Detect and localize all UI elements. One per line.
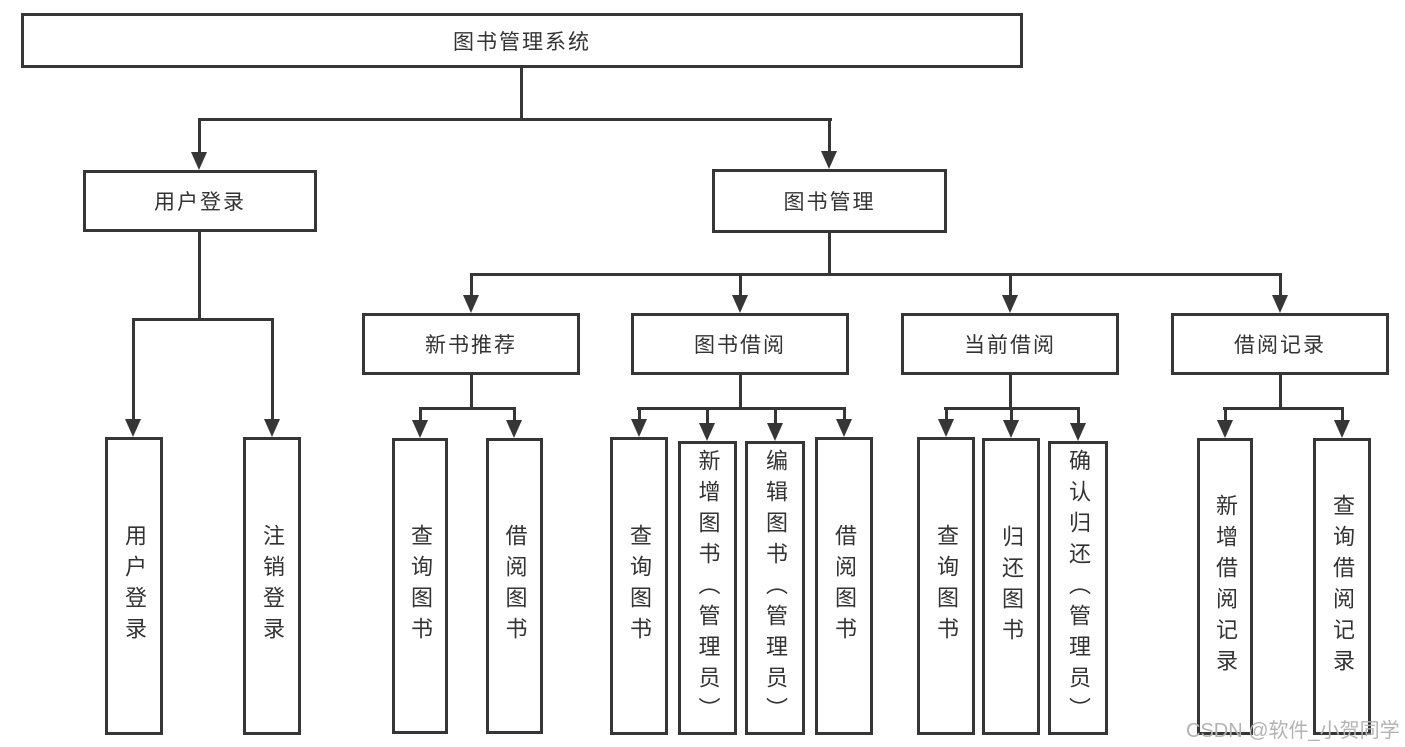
leaf-current-confirm-return-admin: 确认归还（管理员） [1048,441,1108,735]
connector-line [1223,407,1344,410]
connector-line [198,118,832,121]
arrow-down-icon [732,295,748,313]
leaf-user-login: 用户登录 [105,437,163,735]
connector-line [843,410,846,420]
arrow-down-icon [699,423,715,441]
leaf-records-add-record: 新增借阅记录 [1197,438,1253,735]
arrow-down-icon [125,419,141,437]
arrow-down-icon [412,420,428,438]
arrow-down-icon [631,419,647,437]
leaf-borrow-borrow-books: 借阅图书 [815,437,873,735]
node-current-borrowing: 当前借阅 [901,313,1119,375]
arrow-down-icon [1334,420,1350,438]
connector-line [739,276,742,296]
arrow-down-icon [821,151,837,169]
connector-line [638,410,641,420]
arrow-down-icon [938,419,954,437]
leaf-records-query-record: 查询借阅记录 [1313,438,1371,735]
connector-line [470,276,473,296]
connector-line [1279,375,1282,410]
connector-line [419,410,422,421]
node-user-login: 用户登录 [83,170,317,232]
node-book-borrowing: 图书借阅 [631,313,849,375]
arrow-down-icon [836,419,852,437]
leaf-borrow-add-books-admin: 新增图书（管理员） [678,441,737,735]
connector-line [828,233,831,276]
connector-line [271,321,274,419]
arrow-down-icon [463,295,479,313]
connector-line [419,407,516,410]
arrow-down-icon [1002,295,1018,313]
connector-line [739,375,742,410]
leaf-current-query-books: 查询图书 [917,437,975,735]
node-new-book-recommend: 新书推荐 [362,313,580,375]
arrow-down-icon [506,420,522,438]
connector-line [1077,410,1080,424]
connector-line [945,410,948,420]
connector-line [1010,410,1013,421]
leaf-recommend-borrow-books: 借阅图书 [486,438,543,734]
connector-line [132,318,274,321]
connector-line [706,410,709,424]
connector-line [944,407,1080,410]
leaf-current-return-books: 归还图书 [982,438,1040,735]
watermark: CSDN @软件_小贺同学 [1186,720,1400,742]
node-library-system: 图书管理系统 [21,13,1023,68]
arrow-down-icon [1003,420,1019,438]
connector-line [132,321,135,419]
node-borrowing-records: 借阅记录 [1171,313,1389,375]
connector-line [198,121,201,152]
arrow-down-icon [1272,295,1288,313]
connector-line [520,68,523,121]
arrow-down-icon [264,419,280,437]
connector-line [513,410,516,421]
connector-line [198,232,201,321]
connector-line [774,410,777,424]
connector-line [1279,276,1282,296]
arrow-down-icon [767,423,783,441]
connector-line [1009,375,1012,410]
connector-line [1224,410,1227,421]
connector-line [828,121,831,151]
arrow-down-icon [1070,423,1086,441]
connector-line [470,375,473,410]
leaf-borrow-query-books: 查询图书 [610,437,668,735]
leaf-recommend-query-books: 查询图书 [392,438,448,734]
connector-line [1341,410,1344,421]
arrow-down-icon [1217,420,1233,438]
connector-line [470,273,1282,276]
node-book-management: 图书管理 [712,169,947,233]
leaf-logout: 注销登录 [243,437,301,735]
connector-line [637,407,846,410]
leaf-borrow-edit-books-admin: 编辑图书（管理员） [745,441,805,735]
arrow-down-icon [191,152,207,170]
connector-line [1009,276,1012,296]
